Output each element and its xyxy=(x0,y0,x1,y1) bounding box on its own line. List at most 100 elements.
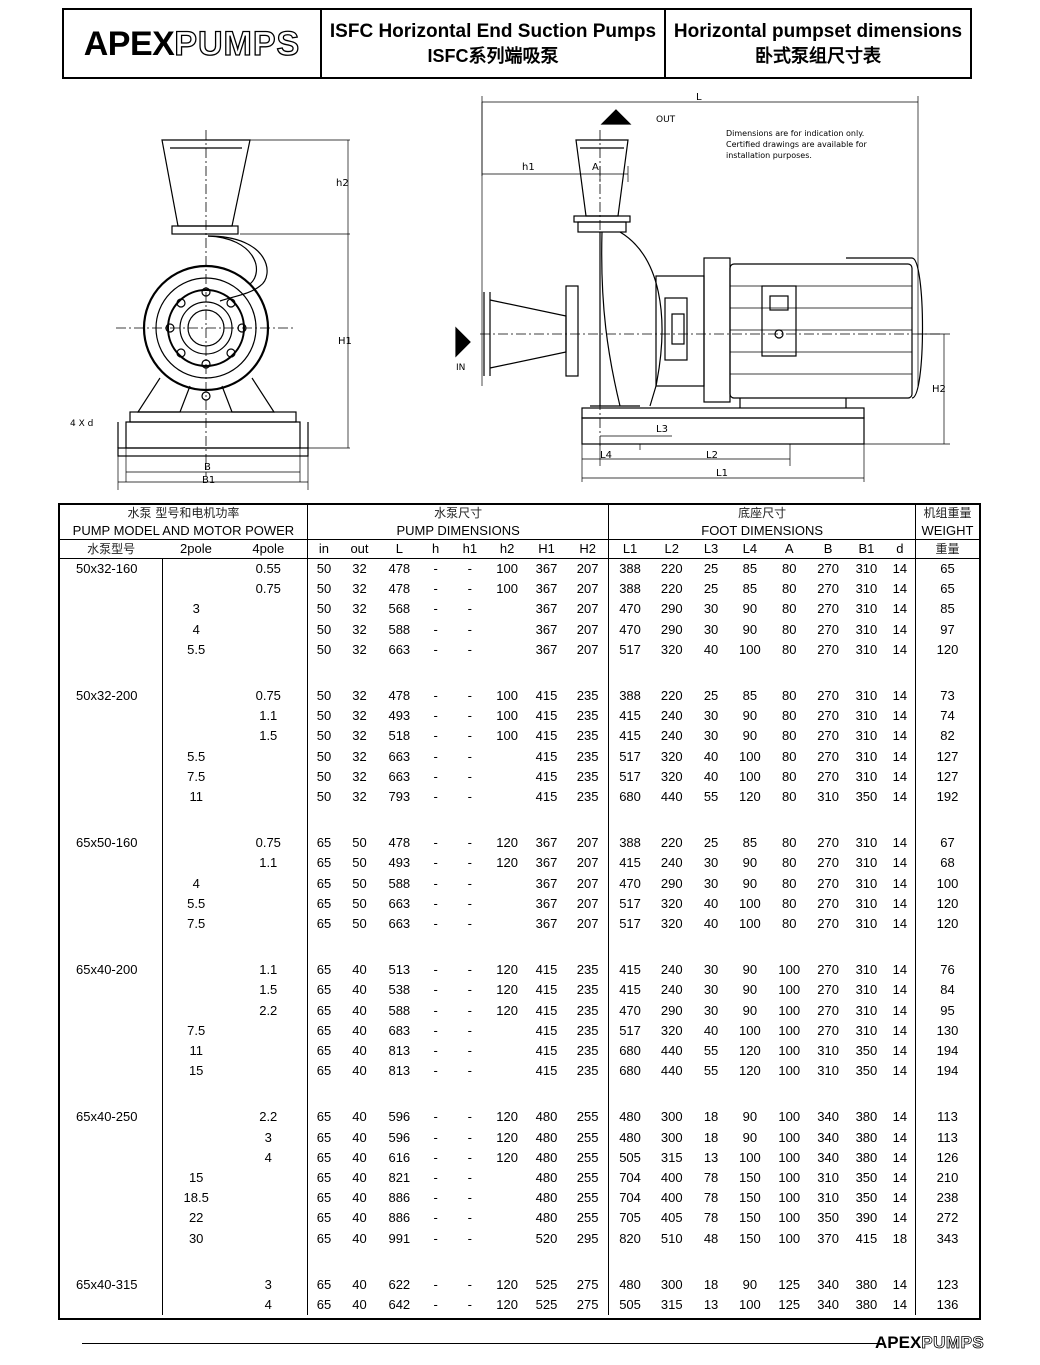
spacer-cell xyxy=(770,934,808,960)
logo-outline-text: PUMPS xyxy=(174,24,301,63)
table-cell: - xyxy=(433,708,438,724)
table-cell: 367 xyxy=(535,621,558,637)
table-cell: - xyxy=(467,708,473,724)
table-cell: 14 xyxy=(892,1276,908,1292)
table-cell: 30 xyxy=(703,1002,719,1018)
label-h2: h2 xyxy=(336,178,349,189)
table-cell: - xyxy=(467,748,473,764)
table-cell: - xyxy=(467,1149,473,1165)
table-cell: 367 xyxy=(535,601,558,617)
table-cell: 65 xyxy=(306,1020,341,1042)
table-cell xyxy=(488,874,526,894)
table-cell: 14 xyxy=(892,789,908,805)
table-cell: 207 xyxy=(576,561,599,576)
table-cell xyxy=(162,1001,229,1021)
table-cell: 235 xyxy=(576,768,599,784)
table-cell: 275 xyxy=(576,1297,599,1313)
table-cell: 120 xyxy=(914,639,979,661)
table-cell: 18 xyxy=(892,1230,908,1246)
table-cell: - xyxy=(433,1149,438,1165)
table-cell xyxy=(230,620,308,640)
table-cell: 40 xyxy=(352,962,367,978)
table-cell: 388 xyxy=(608,686,651,707)
table-cell: 78 xyxy=(703,1210,719,1226)
pump-model-empty-cell xyxy=(60,914,163,935)
pump-model-cell: 65x50-160 xyxy=(60,833,163,854)
table-cell: 50 xyxy=(352,875,367,891)
table-cell: 310 xyxy=(855,561,878,576)
label-L4: L4 xyxy=(600,450,612,461)
table-cell: 270 xyxy=(817,835,839,851)
table-cell: 588 xyxy=(388,875,411,891)
table-cell: 3 xyxy=(264,1276,272,1292)
table-cell xyxy=(230,894,308,914)
group-spacer-row xyxy=(60,660,979,687)
spacer-cell xyxy=(306,807,341,834)
col-header-l1: L1 xyxy=(608,539,651,559)
spacer-cell xyxy=(526,934,567,960)
table-cell: 705 xyxy=(608,1208,651,1229)
table-cell: 270 xyxy=(817,708,839,724)
table-cell xyxy=(488,1021,526,1041)
table-cell: 367 xyxy=(535,895,558,911)
table-cell: 13 xyxy=(703,1297,719,1313)
col-header-h2: H2 xyxy=(566,539,609,559)
table-cell: 90 xyxy=(742,708,758,724)
spacer-cell xyxy=(848,660,885,686)
spacer-cell xyxy=(162,807,229,833)
table-cell: 30 xyxy=(703,982,719,998)
table-cell: 340 xyxy=(817,1109,839,1125)
table-cell: 642 xyxy=(388,1297,411,1313)
table-cell: - xyxy=(433,728,438,744)
spacer-cell xyxy=(451,1081,488,1107)
table-cell: 11 xyxy=(189,789,203,805)
table-cell: 14 xyxy=(892,962,908,978)
table-cell: - xyxy=(433,1190,438,1206)
table-cell: 340 xyxy=(817,1129,839,1145)
table-cell: 65 xyxy=(306,1000,341,1021)
table-cell: 240 xyxy=(660,708,683,724)
table-cell: 120 xyxy=(496,1002,518,1018)
table-cell: 525 xyxy=(535,1297,558,1313)
table-cell: 65 xyxy=(306,833,341,854)
table-cell: 235 xyxy=(576,748,599,764)
spacer-cell xyxy=(420,807,452,833)
table-cell: 78 xyxy=(703,1170,719,1186)
table-cell: 340 xyxy=(817,1149,839,1165)
table-cell: - xyxy=(467,1230,473,1246)
table-cell: 80 xyxy=(782,748,797,764)
table-cell: 415 xyxy=(535,962,558,978)
table-cell: 100 xyxy=(778,1230,801,1246)
table-cell: 90 xyxy=(742,1109,758,1125)
table-cell: 25 xyxy=(703,561,719,576)
spacer-cell xyxy=(848,1249,885,1275)
table-cell: 82 xyxy=(914,726,979,747)
table-cell: - xyxy=(433,1170,438,1186)
table-cell: 32 xyxy=(352,688,367,704)
table-cell: - xyxy=(433,688,438,704)
table-cell: 40 xyxy=(352,1002,367,1018)
table-cell: - xyxy=(433,641,438,657)
table-cell: 207 xyxy=(576,916,599,932)
table-cell: 0.75 xyxy=(255,581,281,597)
table-cell: 65 xyxy=(306,1168,341,1189)
pump-model-empty-cell xyxy=(60,766,163,788)
table-cell: 367 xyxy=(535,875,558,891)
spacer-cell xyxy=(693,934,730,960)
col-header-b1: B1 xyxy=(848,539,885,559)
table-cell: 100 xyxy=(496,688,518,704)
table-cell: 136 xyxy=(914,1295,979,1316)
table-cell: 538 xyxy=(388,982,411,998)
table-cell: - xyxy=(467,1109,473,1125)
table-cell: 683 xyxy=(388,1022,411,1038)
table-cell: 270 xyxy=(817,621,839,637)
spacer-cell xyxy=(340,1081,379,1107)
product-title-en: ISFC Horizontal End Suction Pumps xyxy=(329,20,657,42)
table-cell: 380 xyxy=(855,1149,878,1165)
